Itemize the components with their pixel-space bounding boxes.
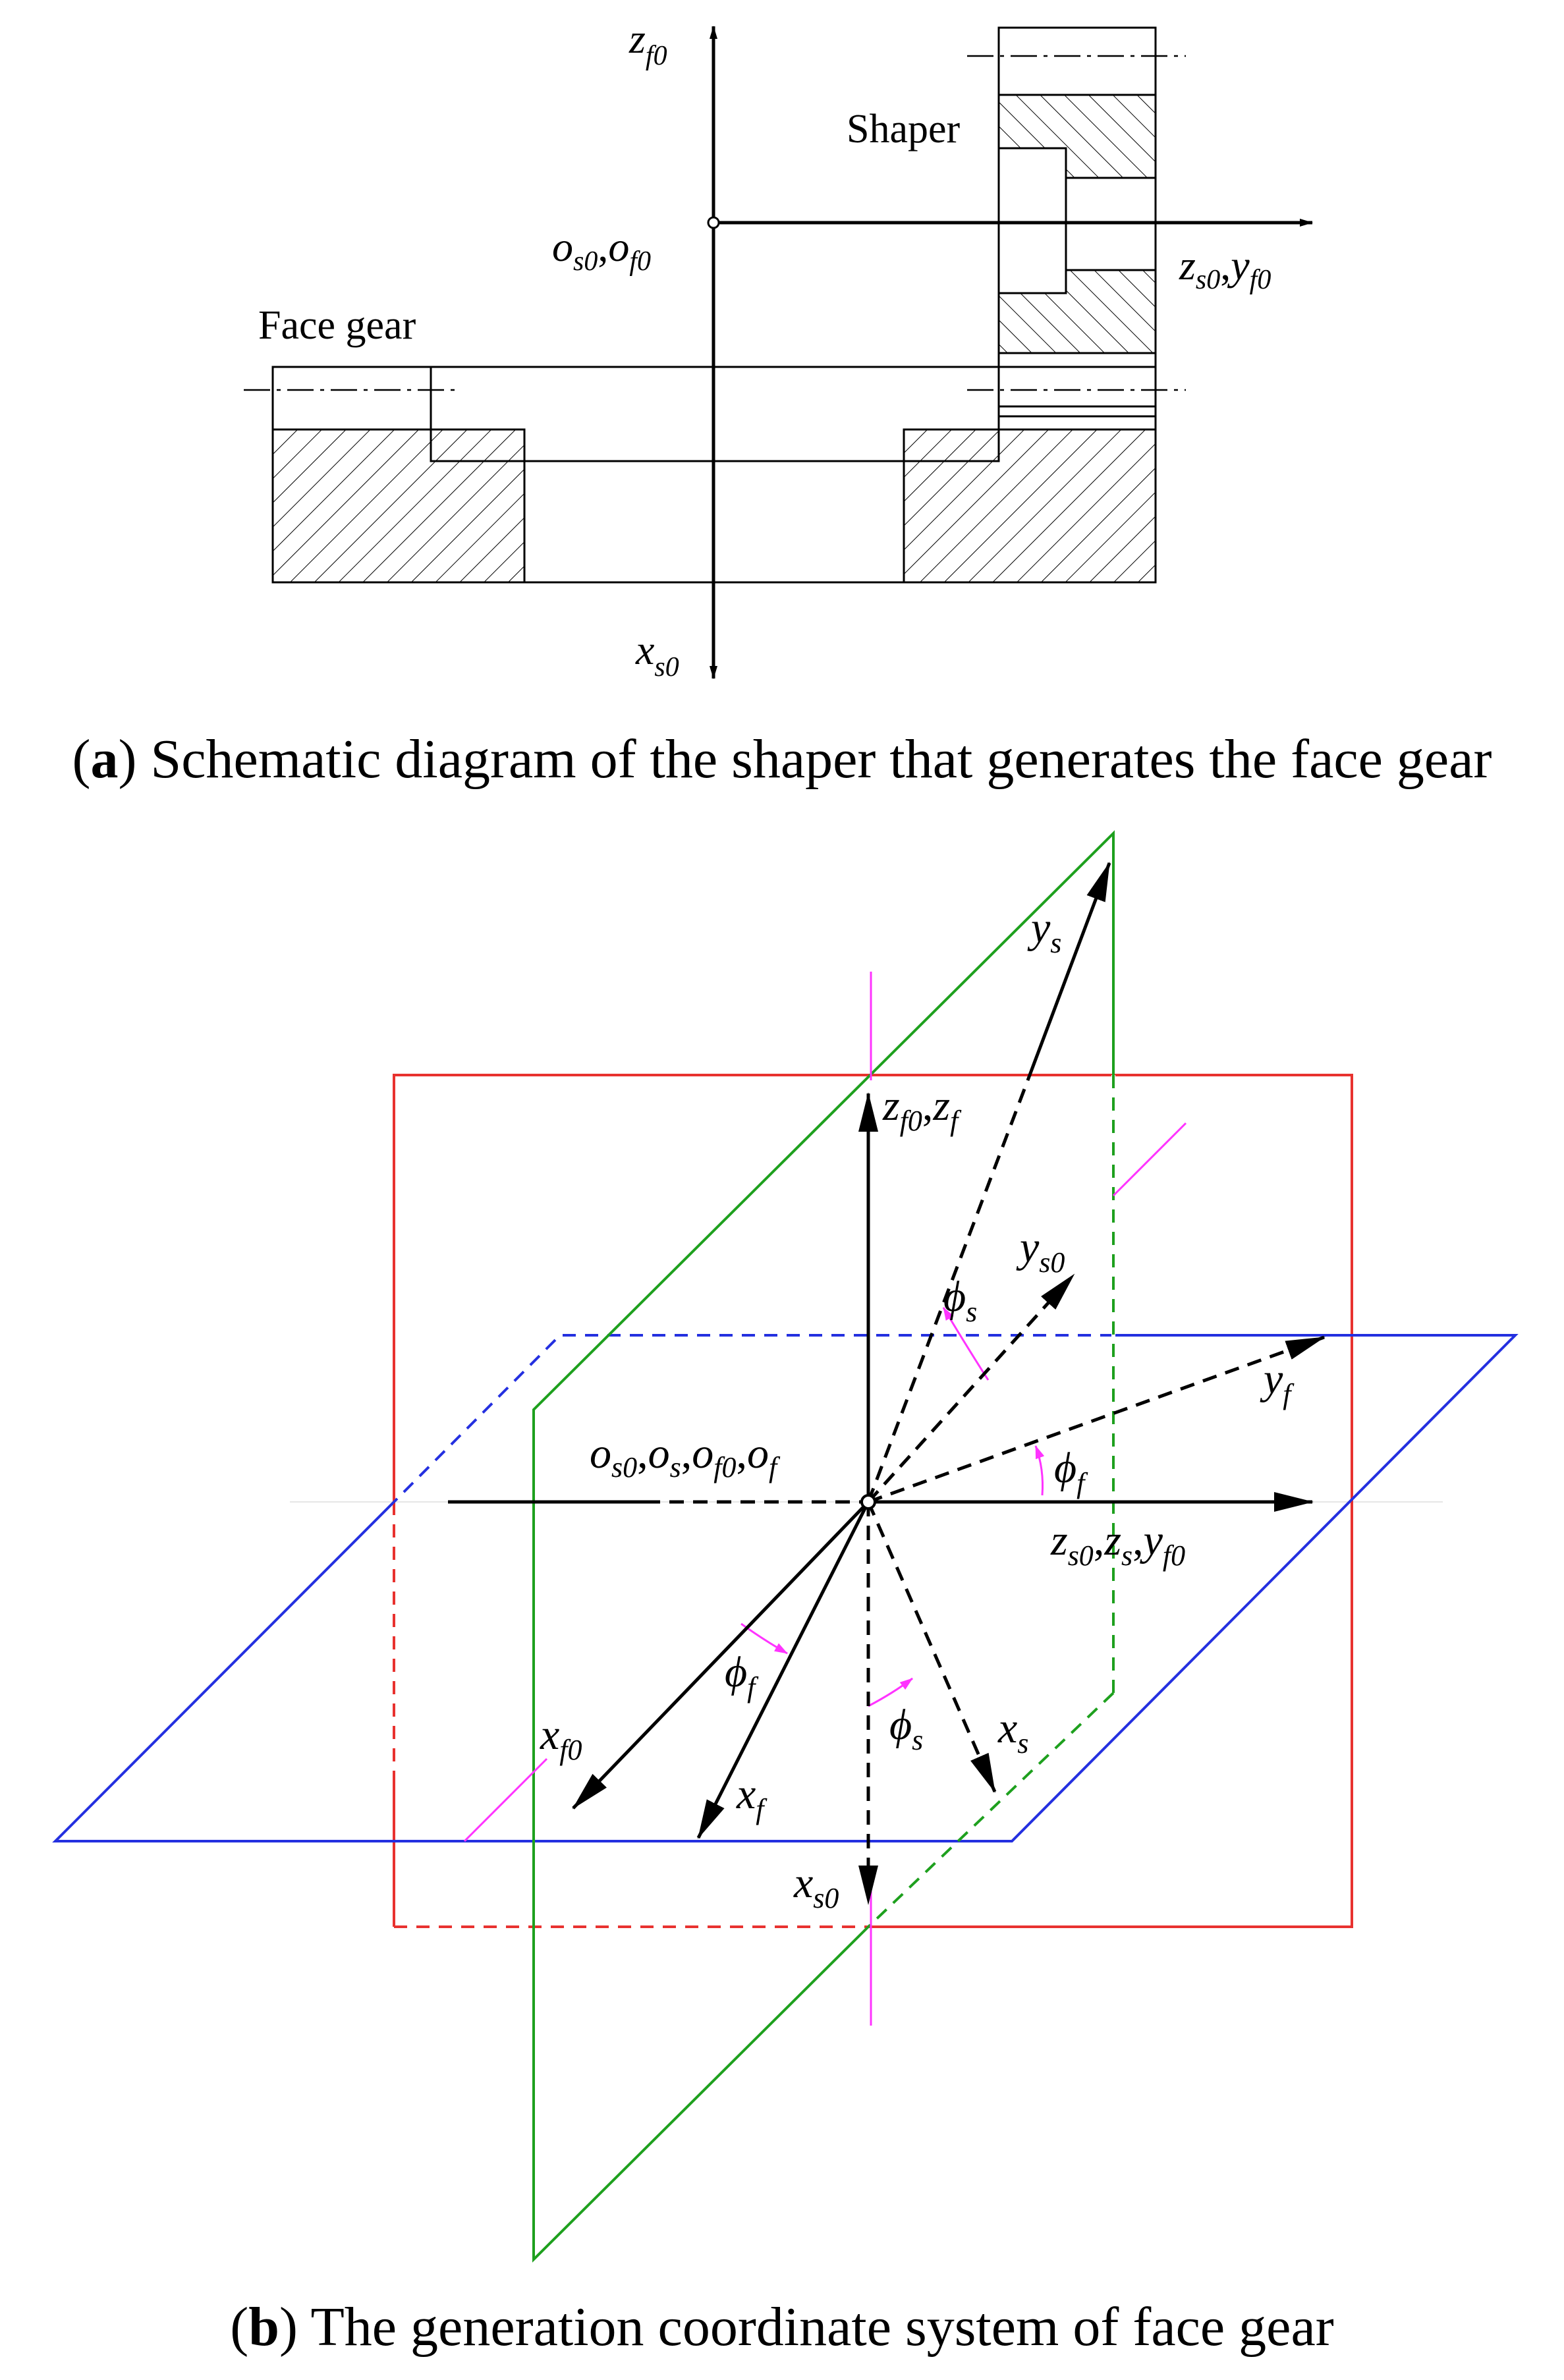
- label-phi-s-bottom: ϕs: [889, 1701, 923, 1756]
- label-origins-b: os0,os,of0,of: [590, 1429, 781, 1483]
- label-y-f: yf: [1260, 1355, 1295, 1410]
- label-y-s0: ys0: [1016, 1223, 1065, 1279]
- axis-y-s: [1026, 862, 1111, 1081]
- face-gear-label: Face gear: [258, 303, 416, 348]
- figure-a: zf0 os0,of0 zs0,yf0 xs0 Shaper Face gear…: [72, 15, 1492, 790]
- origin-point-a: [707, 216, 720, 229]
- shaper-top-tooth: [997, 26, 1157, 96]
- face-gear-tooth-left: [271, 366, 432, 431]
- blue-plane-hidden: [393, 1334, 1113, 1503]
- label-z-s0-z-s-y-f0: zs0,zs,yf0: [1050, 1516, 1185, 1572]
- center-lines: [244, 55, 1186, 391]
- axes-b: [448, 862, 1326, 1905]
- arc-phi-f-right: [1034, 1445, 1045, 1496]
- label-y-s: ys: [1027, 904, 1061, 959]
- shaper-label: Shaper: [847, 107, 961, 152]
- axis-y-s-dashed: [866, 1080, 1030, 1503]
- origin-point-b: [860, 1494, 876, 1510]
- red-plane: [392, 1074, 1353, 1928]
- green-plane-hidden-bottom: [867, 1692, 1115, 1928]
- magenta-diagonal-bottom: [463, 1757, 548, 1842]
- face-gear-hatch-right: [903, 428, 1157, 584]
- blue-plane-visible: [52, 1334, 1519, 1842]
- axes-a: [710, 26, 1313, 679]
- magenta-diagonal-top: [1112, 1122, 1187, 1197]
- arc-phi-s-bottom: [868, 1677, 913, 1707]
- caption-b: (b) The generation coordinate system of …: [230, 2296, 1333, 2358]
- label-z-f0: zf0: [628, 15, 667, 71]
- magenta-lines: [463, 972, 1187, 2026]
- figure-b: zf0,zf ys ys0 yf ϕs ϕf os0,os,of0,of zs0…: [52, 830, 1519, 2358]
- red-plane-outline: [393, 1074, 1353, 1928]
- face-gear-hatch-left: [271, 428, 526, 584]
- shaper-bottom-tooth: [997, 352, 1157, 431]
- label-x-s0-b: xs0: [793, 1859, 839, 1914]
- label-phi-f-left: ϕf: [725, 1648, 759, 1703]
- caption-a: (a) Schematic diagram of the shaper that…: [72, 729, 1492, 790]
- axis-x-f0: [572, 1501, 870, 1810]
- label-z-s0-y-f0: zs0,yf0: [1179, 242, 1271, 295]
- shaper-bore-step: [997, 147, 1067, 294]
- label-origin-a: os0,of0: [552, 223, 651, 277]
- axis-y-s0: [867, 1273, 1075, 1503]
- axis-y-f: [868, 1335, 1326, 1504]
- green-plane: [532, 830, 1115, 2263]
- shaper-section: [997, 26, 1157, 431]
- label-x-s: xs: [997, 1704, 1028, 1759]
- label-phi-s-top: ϕs: [943, 1273, 977, 1328]
- label-x-f0: xf0: [540, 1711, 582, 1766]
- label-x-s0-a: xs0: [635, 626, 679, 682]
- axis-x-f: [696, 1501, 870, 1839]
- label-z-f0-z-f: zf0,zf: [882, 1082, 962, 1137]
- label-x-f: xf: [736, 1770, 768, 1825]
- label-phi-f-right: ϕf: [1054, 1444, 1088, 1499]
- blue-plane: [52, 1334, 1519, 1842]
- axis-x-s: [866, 1501, 997, 1793]
